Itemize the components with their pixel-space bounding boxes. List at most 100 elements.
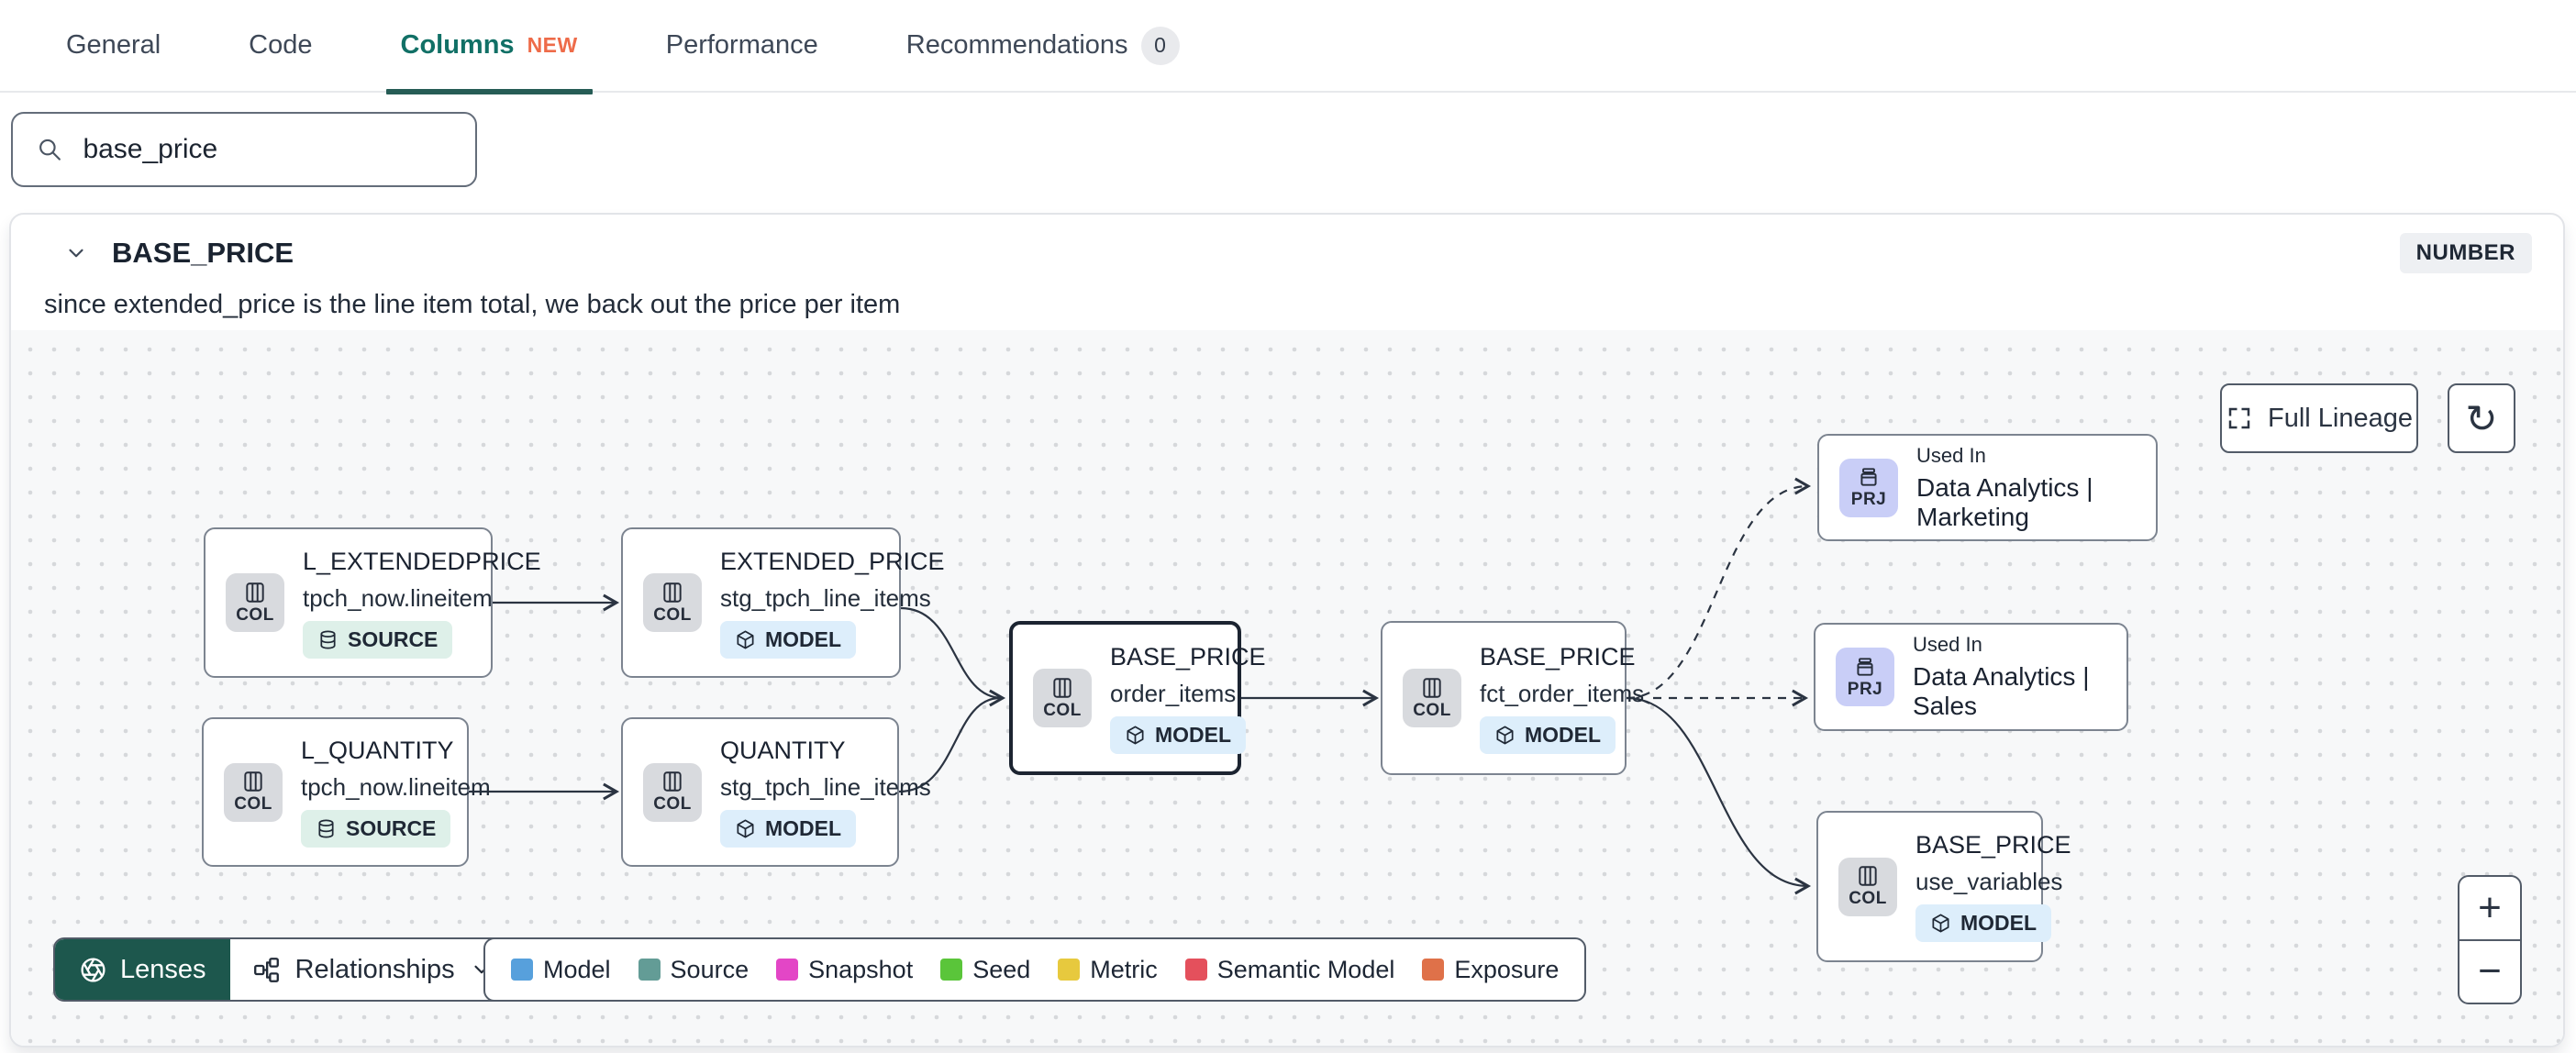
legend-label: Seed <box>972 955 1031 983</box>
tab-label: Recommendations <box>905 30 1128 60</box>
search-icon <box>39 139 61 161</box>
chip-label: MODEL <box>1960 911 2037 935</box>
node-title: BASE_PRICE <box>1480 642 1636 671</box>
lineage-node-extended-price[interactable]: COL EXTENDED_PRICE stg_tpch_line_items M… <box>621 527 945 678</box>
chip-label: SOURCE <box>348 626 439 651</box>
search-input[interactable] <box>83 134 451 165</box>
tab-label: Code <box>249 30 313 60</box>
aperture-icon <box>81 957 105 982</box>
relationships-label: Relationships <box>294 954 455 984</box>
legend-item-metric: Metric <box>1058 956 1158 984</box>
chip-label: MODEL <box>765 816 842 840</box>
cube-icon <box>737 819 754 838</box>
lineage-canvas[interactable]: COL L_EXTENDEDPRICE tpch_now.lineitem SO… <box>11 330 2563 1046</box>
database-icon <box>318 819 334 838</box>
cube-icon <box>1496 726 1514 744</box>
legend-label: Metric <box>1090 955 1158 983</box>
kind-label: COL <box>1043 700 1082 720</box>
chip-label: SOURCE <box>346 816 437 840</box>
zoom-controls: + − <box>2458 875 2522 1004</box>
columns-icon <box>244 771 262 792</box>
node-subtitle: fct_order_items <box>1480 679 1645 707</box>
tab-code[interactable]: Code <box>249 0 312 92</box>
model-chip: MODEL <box>720 620 857 659</box>
full-lineage-button[interactable]: Full Lineage <box>2220 383 2418 453</box>
edge-fct-marketing <box>1626 477 1812 700</box>
column-kind-badge: COL <box>226 573 284 632</box>
zoom-in-button[interactable]: + <box>2459 877 2520 941</box>
kind-label: COL <box>236 604 274 625</box>
column-search[interactable] <box>11 112 477 187</box>
tab-recommendations[interactable]: Recommendations 0 <box>906 0 1180 92</box>
kind-label: COL <box>1849 889 1887 908</box>
node-subtitle: tpch_now.lineitem <box>301 773 491 801</box>
cube-icon <box>1127 726 1144 744</box>
tab-columns[interactable]: Columns NEW <box>385 0 593 94</box>
refresh-icon: ↻ <box>2465 396 2498 440</box>
kind-label: PRJ <box>1847 679 1883 699</box>
lineage-node-base-price-fct-order-items[interactable]: COL BASE_PRICE fct_order_items MODEL <box>1381 621 1644 775</box>
project-kind-badge: PRJ <box>1839 458 1898 517</box>
legend-swatch <box>638 959 661 981</box>
used-in-name: Data Analytics | Sales <box>1913 662 2090 720</box>
tab-bar: General Code Columns NEW Performance Rec… <box>0 0 2576 94</box>
legend-label: Model <box>543 955 611 983</box>
lineage-node-base-price-use-variables[interactable]: COL BASE_PRICE use_variables MODEL <box>1816 811 2071 962</box>
legend-item-exposure: Exposure <box>1422 956 1559 984</box>
column-kind-badge: COL <box>1403 669 1461 727</box>
column-kind-badge: COL <box>1838 857 1897 916</box>
kind-label: COL <box>653 794 692 814</box>
node-type-legend: Model Source Snapshot Seed Metric Semant… <box>483 937 1587 1002</box>
archive-icon <box>1857 657 1873 676</box>
lineage-controls: Lenses Relationships <box>53 937 517 1002</box>
legend-item-snapshot: Snapshot <box>776 956 913 984</box>
kind-label: COL <box>234 794 272 814</box>
column-panel: BASE_PRICE NUMBER since extended_price i… <box>9 213 2565 1047</box>
node-title: EXTENDED_PRICE <box>720 547 945 575</box>
node-title: QUANTITY <box>720 737 846 764</box>
chevron-down-icon[interactable] <box>64 241 88 265</box>
column-kind-badge: COL <box>224 762 283 822</box>
used-in-label: Used In <box>1916 443 1986 467</box>
column-kind-badge: COL <box>643 573 702 632</box>
node-subtitle: stg_tpch_line_items <box>720 583 931 612</box>
node-title: BASE_PRICE <box>1110 642 1266 671</box>
edge-fct-usevariables <box>1626 696 1812 895</box>
legend-item-semantic-model: Semantic Model <box>1184 955 1395 984</box>
lineage-node-quantity[interactable]: COL QUANTITY stg_tpch_line_items MODEL <box>621 717 931 867</box>
lenses-button[interactable]: Lenses <box>55 939 230 1000</box>
kind-label: COL <box>1413 700 1451 720</box>
legend-swatch <box>1058 959 1081 981</box>
legend-swatch <box>1422 959 1445 981</box>
node-title: BASE_PRICE <box>1915 831 2071 859</box>
node-subtitle: tpch_now.lineitem <box>303 583 493 612</box>
lineage-node-l-extendedprice[interactable]: COL L_EXTENDEDPRICE tpch_now.lineitem SO… <box>204 527 541 678</box>
tab-label: Columns <box>400 30 515 60</box>
relationships-dropdown[interactable]: Relationships <box>230 939 516 1000</box>
node-subtitle: stg_tpch_line_items <box>720 773 931 801</box>
column-type-badge: NUMBER <box>2399 233 2532 273</box>
model-chip: MODEL <box>1110 715 1247 754</box>
lineage-node-used-in-sales[interactable]: PRJ Used In Data Analytics | Sales <box>1814 623 2128 731</box>
chip-label: MODEL <box>1525 722 1602 747</box>
refresh-button[interactable]: ↻ <box>2448 383 2515 453</box>
tab-general[interactable]: General <box>66 0 161 92</box>
legend-label: Snapshot <box>808 955 914 983</box>
legend-item-seed: Seed <box>940 956 1030 984</box>
project-kind-badge: PRJ <box>1836 648 1894 706</box>
column-panel-header: BASE_PRICE NUMBER since extended_price i… <box>11 215 2563 330</box>
model-chip: MODEL <box>1915 904 2052 942</box>
tab-label: General <box>66 30 161 60</box>
lineage-node-base-price-order-items[interactable]: COL BASE_PRICE order_items MODEL <box>1009 621 1266 775</box>
chip-label: MODEL <box>765 626 842 651</box>
legend-label: Semantic Model <box>1216 955 1395 983</box>
chip-label: MODEL <box>1155 722 1232 747</box>
legend-swatch <box>776 959 799 981</box>
zoom-out-button[interactable]: − <box>2478 948 2502 994</box>
columns-icon <box>246 582 264 603</box>
lineage-node-l-quantity[interactable]: COL L_QUANTITY tpch_now.lineitem SOURCE <box>202 717 491 867</box>
model-chip: MODEL <box>720 810 857 848</box>
tab-performance[interactable]: Performance <box>666 0 818 92</box>
column-description: since extended_price is the line item to… <box>44 290 901 319</box>
lineage-node-used-in-marketing[interactable]: PRJ Used In Data Analytics | Marketing <box>1817 434 2158 541</box>
